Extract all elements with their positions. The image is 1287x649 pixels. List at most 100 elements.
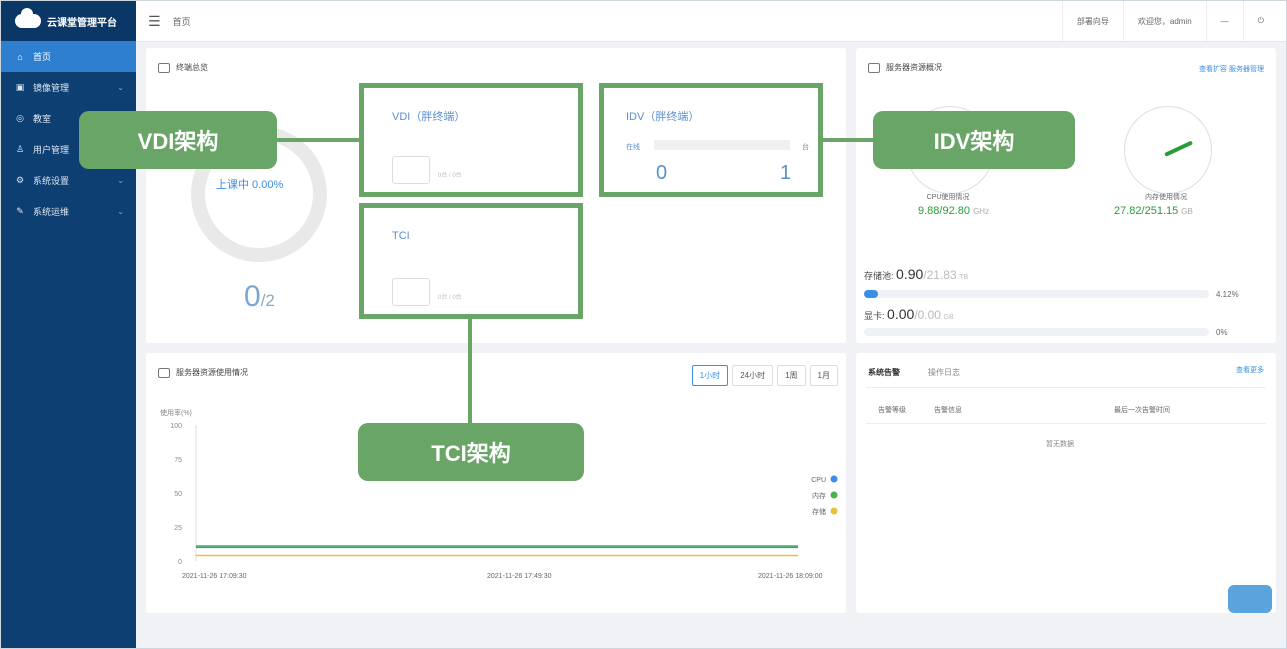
time-range-tabs: 1小时 24小时 1周 1月 <box>691 365 838 386</box>
monitor-icon <box>158 62 170 73</box>
x-tick-label: 2021-11-26 17:49:30 <box>487 573 552 580</box>
minimize-icon[interactable]: — <box>1205 1 1243 41</box>
cloud-logo-icon <box>15 8 41 28</box>
x-tick-label: 2021-11-26 17:09:30 <box>182 573 247 580</box>
vdi-count: 0台 / 0台 <box>438 173 462 179</box>
gpu-used: 0.00 <box>887 306 915 322</box>
gpu-row: 显卡: 0.00/0.00 GB <box>864 306 954 322</box>
idv-annotation-label: IDV架构 <box>873 111 1075 169</box>
server-title: 服务器资源概况 <box>886 63 942 72</box>
terminal-count-online: 0 <box>244 280 261 313</box>
vdi-section[interactable]: VDI（胖终端） <box>392 108 465 124</box>
idv-progress-bar <box>654 140 790 150</box>
overview-title: 终端总览 <box>176 63 208 72</box>
storage-progress-fill <box>864 290 879 298</box>
app-logo[interactable]: 云课堂管理平台 <box>1 1 136 41</box>
alerts-table-header: 告警等级 告警信息 最后一次告警时间 <box>878 405 1170 415</box>
storage-total: /21.83 <box>923 268 957 282</box>
y-tick-label: 100 <box>170 423 182 430</box>
menu-toggle-icon[interactable]: ☰ <box>148 12 161 29</box>
idv-online-num: 0 <box>656 162 668 184</box>
deploy-wizard-label: 部署向导 <box>1076 16 1109 26</box>
sidebar-item-classroom[interactable]: ◎ 教室 <box>1 103 136 134</box>
cpu-used: 9.88 <box>918 205 940 217</box>
tab-operation-log[interactable]: 操作日志 <box>928 368 960 377</box>
assistant-robot-icon[interactable] <box>1228 585 1272 613</box>
gpu-unit: GB <box>943 314 954 321</box>
user-menu[interactable]: 欢迎您，admin <box>1122 1 1206 41</box>
storage-unit: TB <box>959 274 969 281</box>
sidebar: 云课堂管理平台 ⌂ 首页 ▣ 镜像管理 ⌄ ◎ 教室 ♙ 用户管理 ⌄ ⚙ 系统… <box>1 1 136 648</box>
sidebar-item-ops[interactable]: ✎ 系统运维 ⌄ <box>1 196 136 227</box>
terminal-count-total: /2 <box>260 291 275 310</box>
sidebar-item-label: 镜像管理 <box>33 83 70 93</box>
legend-marker <box>830 475 838 483</box>
server-icon <box>868 62 880 73</box>
vdi-highlight-box <box>359 83 583 197</box>
memory-gauge <box>1124 106 1212 194</box>
y-tick-label: 0 <box>178 559 182 566</box>
legend-marker <box>830 507 838 515</box>
memory-used: 27.82 <box>1114 205 1142 217</box>
sidebar-item-image[interactable]: ▣ 镜像管理 ⌄ <box>1 72 136 103</box>
y-axis-title: 使用率(%) <box>160 410 192 417</box>
storage-percent: 4.12% <box>1216 290 1239 299</box>
app-title: 云课堂管理平台 <box>47 17 117 29</box>
terminal-count: 0/2 <box>244 280 275 314</box>
idv-title: IDV（胖终端） <box>626 111 700 123</box>
wrench-icon: ✎ <box>16 206 24 216</box>
legend-label: 内存 <box>812 491 826 500</box>
tab-1-month[interactable]: 1月 <box>809 365 838 386</box>
y-tick-label: 50 <box>174 491 182 498</box>
tci-annotation-label: TCI架构 <box>358 423 584 481</box>
breadcrumb: 首页 <box>172 16 191 27</box>
chart-icon <box>158 367 170 378</box>
image-icon: ▣ <box>15 82 25 92</box>
storage-used: 0.90 <box>896 266 924 282</box>
gpu-total: /0.00 <box>914 308 941 322</box>
memory-gauge-needle <box>1164 140 1194 157</box>
server-links[interactable]: 查看扩容 服务器管理 <box>1199 66 1264 73</box>
gpu-percent: 0% <box>1216 328 1228 337</box>
top-bar: ☰ 首页 部署向导 欢迎您，admin — ⏻ <box>136 1 1286 42</box>
idv-section[interactable]: IDV（胖终端） <box>626 108 699 124</box>
gpu-progress <box>864 328 1209 336</box>
memory-value: 27.82/251.15 GB <box>1114 205 1193 217</box>
tci-section[interactable]: TCI <box>392 230 410 242</box>
sidebar-item-home[interactable]: ⌂ 首页 <box>1 41 136 72</box>
tci-highlight-box <box>359 203 583 319</box>
vdi-title: VDI（胖终端） <box>392 111 466 123</box>
tci-count: 0台 / 0台 <box>438 295 462 301</box>
alerts-card: 系统告警 操作日志 查看更多 告警等级 告警信息 最后一次告警时间 暂无数据 <box>856 353 1276 613</box>
divider <box>866 423 1266 424</box>
tab-1-week[interactable]: 1周 <box>777 365 806 386</box>
sidebar-item-settings[interactable]: ⚙ 系统设置 ⌄ <box>1 165 136 196</box>
storage-progress <box>864 290 1209 298</box>
tab-24-hours[interactable]: 24小时 <box>732 365 774 386</box>
terminal-device-icon <box>392 278 430 306</box>
server-title-row: 服务器资源概况 <box>868 62 942 73</box>
sidebar-item-label: 用户管理 <box>33 145 70 155</box>
sidebar-item-label: 系统运维 <box>33 207 70 217</box>
tab-1-hour[interactable]: 1小时 <box>691 365 729 386</box>
usage-title-row: 服务器资源使用情况 <box>158 367 248 378</box>
user-icon: ♙ <box>15 144 25 154</box>
sidebar-item-label: 教室 <box>33 114 52 124</box>
cpu-value: 9.88/92.80 GHz <box>918 205 989 217</box>
tab-system-alerts[interactable]: 系统告警 <box>868 368 900 377</box>
server-resource-card: 服务器资源概况 查看扩容 服务器管理 CPU使用情况 9.88/92.80 GH… <box>856 48 1276 343</box>
idv-highlight-box <box>599 83 823 197</box>
power-icon[interactable]: ⏻ <box>1242 1 1278 41</box>
sidebar-item-label: 首页 <box>33 52 52 62</box>
col-message: 告警信息 <box>934 407 962 414</box>
chevron-down-icon: ⌄ <box>117 176 124 185</box>
idv-unit: 台 <box>802 144 809 151</box>
deploy-wizard-link[interactable]: 部署向导 <box>1061 1 1123 41</box>
legend-marker <box>830 491 838 499</box>
view-more-link[interactable]: 查看更多 <box>1236 367 1264 374</box>
y-tick-label: 25 <box>174 525 182 532</box>
classroom-icon: ◎ <box>16 113 24 123</box>
